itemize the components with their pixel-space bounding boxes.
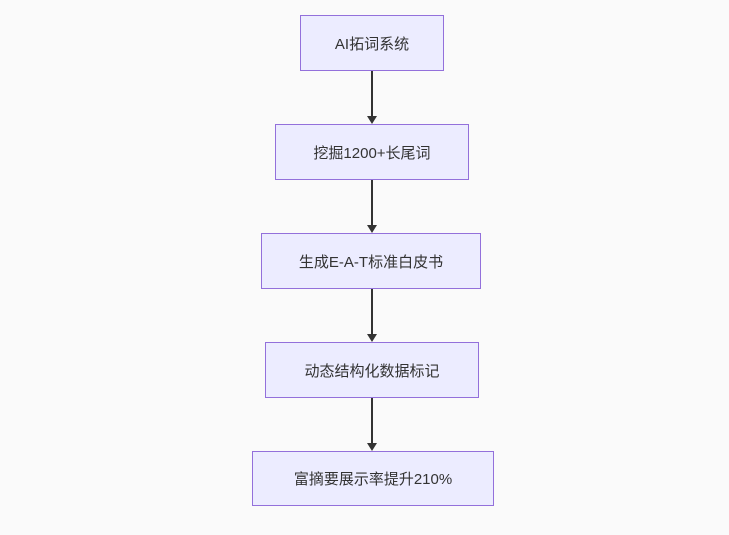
arrowhead-icon	[367, 443, 377, 451]
node-eat-whitepaper: 生成E-A-T标准白皮书	[261, 233, 481, 289]
arrow-line	[371, 289, 373, 335]
arrowhead-icon	[367, 334, 377, 342]
arrowhead-icon	[367, 116, 377, 124]
arrow-down-3	[367, 289, 377, 342]
node-dynamic-structured-data: 动态结构化数据标记	[265, 342, 479, 398]
node-rich-snippet-result: 富摘要展示率提升210%	[252, 451, 494, 506]
node-longtail-keyword-mining: 挖掘1200+长尾词	[275, 124, 469, 180]
arrow-line	[371, 398, 373, 444]
arrow-down-1	[367, 71, 377, 124]
arrow-line	[371, 180, 373, 226]
node-ai-expansion-system: AI拓词系统	[300, 15, 444, 71]
arrowhead-icon	[367, 225, 377, 233]
arrow-down-2	[367, 180, 377, 233]
arrow-line	[371, 71, 373, 117]
arrow-down-4	[367, 398, 377, 451]
